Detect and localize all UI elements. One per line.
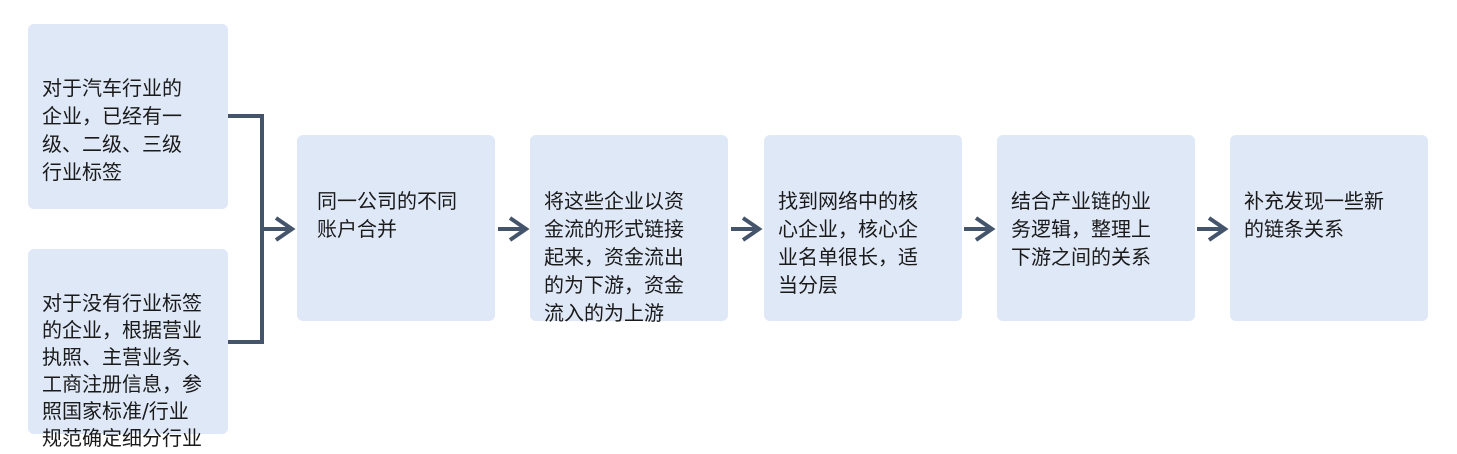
arrow-head-4-icon — [1207, 216, 1229, 242]
step-text-link-capital-flow: 将这些企业以资 金流的形式链接 起来，资金流出 的为下游，资金 流入的为上游 — [544, 189, 684, 325]
input-box-auto-industry: 对于汽车行业的 企业，已经有一 级、二级、三级 行业标签 — [28, 24, 228, 209]
merge-bracket — [228, 114, 264, 344]
arrow-head-2-icon — [741, 216, 763, 242]
arrow-head-3-icon — [974, 216, 996, 242]
step-box-new-chains: 补充发现一些新 的链条关系 — [1230, 135, 1428, 321]
arrow-head-1-icon — [508, 216, 530, 242]
input-text-no-label: 对于没有行业标签 的企业，根据营业 执照、主营业务、 工商注册信息，参 照国家标… — [42, 291, 202, 450]
arrow-head-merge-icon — [274, 216, 296, 242]
input-box-no-label: 对于没有行业标签 的企业，根据营业 执照、主营业务、 工商注册信息，参 照国家标… — [28, 249, 228, 450]
step-box-core-enterprises: 找到网络中的核 心企业，核心企 业名单很长，适 当分层 — [764, 135, 962, 321]
step-text-core-enterprises: 找到网络中的核 心企业，核心企 业名单很长，适 当分层 — [778, 189, 918, 297]
step-text-new-chains: 补充发现一些新 的链条关系 — [1244, 189, 1384, 241]
step-box-link-capital-flow: 将这些企业以资 金流的形式链接 起来，资金流出 的为下游，资金 流入的为上游 — [530, 135, 728, 325]
step-box-upstream-downstream: 结合产业链的业 务逻辑，整理上 下游之间的关系 — [997, 135, 1195, 321]
step-text-merge-accounts: 同一公司的不同 账户合并 — [317, 189, 457, 241]
step-text-upstream-downstream: 结合产业链的业 务逻辑，整理上 下游之间的关系 — [1011, 189, 1151, 269]
input-text-auto-industry: 对于汽车行业的 企业，已经有一 级、二级、三级 行业标签 — [42, 76, 182, 184]
step-box-merge-accounts: 同一公司的不同 账户合并 — [297, 135, 495, 321]
